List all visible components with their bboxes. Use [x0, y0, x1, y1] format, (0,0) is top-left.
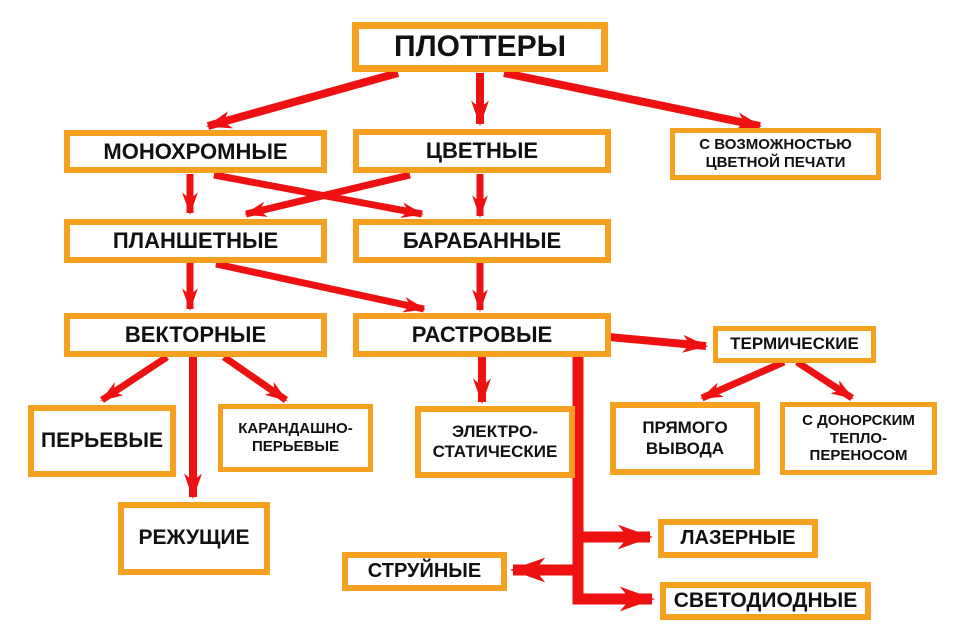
- node-direct-output: ПРЯМОГО ВЫВОДА: [610, 402, 760, 475]
- node-monochrome: МОНОХРОМНЫЕ: [64, 130, 327, 173]
- node-raster: РАСТРОВЫЕ: [353, 313, 611, 357]
- arrow-thermal-to-direct-output: [700, 358, 786, 402]
- node-color-capable: С ВОЗМОЖНОСТЬЮ ЦВЕТНОЙ ПЕЧАТИ: [670, 128, 881, 180]
- node-donor-transfer: С ДОНОРСКИМ ТЕПЛО- ПЕРЕНОСОМ: [780, 402, 937, 475]
- node-vector: ВЕКТОРНЫЕ: [64, 313, 327, 357]
- arrow-vector-to-pen: [100, 354, 169, 403]
- arrow-color-to-flatbed: [244, 171, 411, 218]
- node-thermal: ТЕРМИЧЕСКИЕ: [713, 326, 876, 363]
- node-pencil-pen: КАРАНДАШНО- ПЕРЬЕВЫЕ: [218, 404, 373, 472]
- arrow-flatbed-to-raster: [215, 260, 426, 313]
- node-cutting: РЕЖУЩИЕ: [118, 502, 270, 575]
- arrow-raster-to-thermal: [608, 333, 709, 353]
- arrow-plotters-to-monochrome: [205, 69, 400, 130]
- node-flatbed: ПЛАНШЕТНЫЕ: [64, 219, 327, 263]
- arrow-vector-to-pencil-pen: [222, 354, 288, 403]
- arrow-plotters-to-color-capable: [503, 69, 763, 131]
- arrow-raster-to-led: [572, 356, 655, 612]
- node-laser: ЛАЗЕРНЫЕ: [658, 519, 818, 558]
- node-color: ЦВЕТНЫЕ: [353, 129, 611, 173]
- node-pen: ПЕРЬЕВЫЕ: [28, 405, 176, 477]
- node-led: СВЕТОДИОДНЫЕ: [660, 582, 871, 620]
- arrow-thermal-to-donor-transfer: [795, 359, 854, 401]
- node-plotters: ПЛОТТЕРЫ: [352, 22, 608, 72]
- node-inkjet: СТРУЙНЫЕ: [342, 552, 507, 591]
- node-electrostatic: ЭЛЕКТРО- СТАТИЧЕСКИЕ: [415, 406, 575, 478]
- node-drum: БАРАБАННЫЕ: [353, 219, 611, 263]
